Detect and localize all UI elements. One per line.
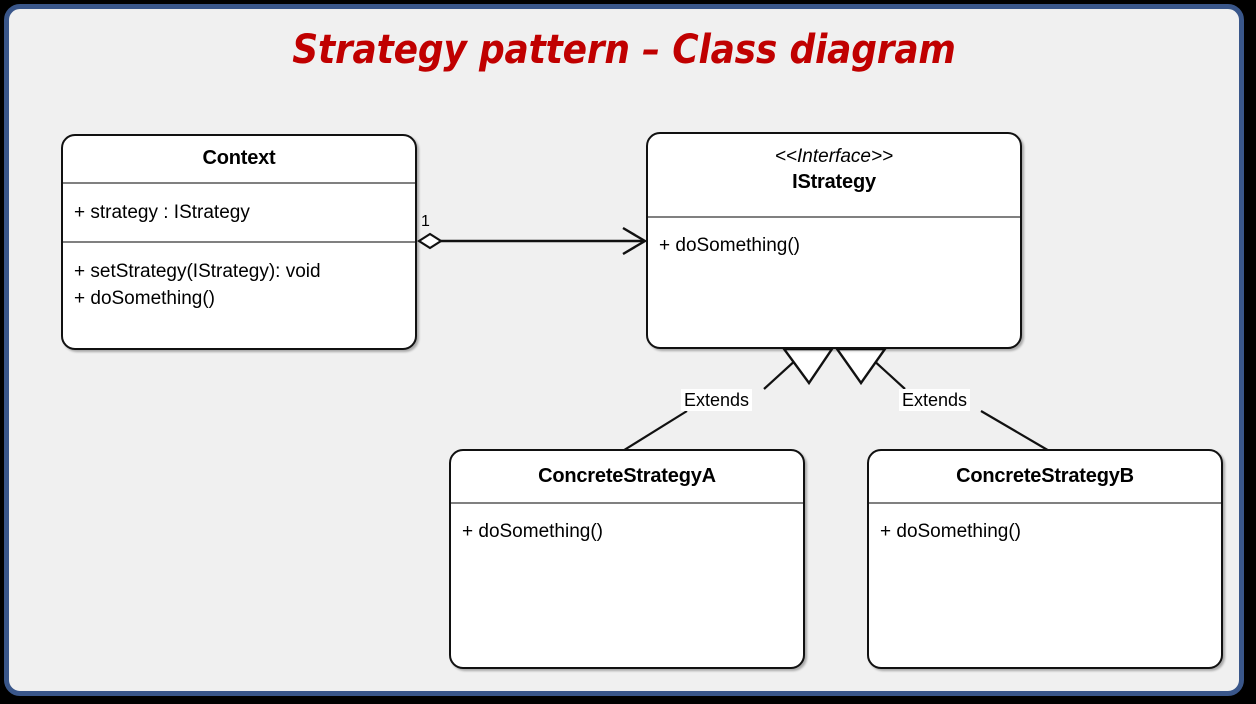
class-header-istrategy: <<Interface>> IStrategy — [648, 134, 1020, 216]
class-diagram: 1 Extends Extends Context + strategy : I… — [9, 9, 1239, 691]
generalization-line-a-lower — [620, 410, 688, 453]
uml-class-concrete-strategy-b[interactable]: ConcreteStrategyB + doSomething() — [867, 449, 1223, 669]
compartment-divider — [451, 502, 803, 504]
class-name-context: Context — [202, 147, 276, 169]
edge-label-extends-a: Extends — [681, 389, 753, 411]
compartment-divider — [63, 182, 415, 184]
class-stereotype-istrategy: <<Interface>> — [774, 146, 894, 167]
operation-row: + doSomething() — [880, 521, 1021, 542]
class-header-concrete-a: ConcreteStrategyA — [451, 451, 803, 502]
open-arrowhead-icon — [622, 226, 648, 256]
uml-class-context[interactable]: Context + strategy : IStrategy + setStra… — [61, 134, 417, 350]
compartment-divider — [63, 241, 415, 243]
class-operations-concrete-a: + doSomething() — [451, 504, 803, 667]
class-operations-istrategy: + doSomething() — [648, 218, 1020, 347]
association-context-istrategy — [416, 226, 648, 256]
class-operations-context: + setStrategy(IStrategy): void + doSomet… — [63, 243, 415, 348]
class-name-istrategy: IStrategy — [792, 171, 876, 193]
operation-row: + doSomething() — [462, 521, 603, 542]
operation-row: + doSomething() — [74, 288, 215, 309]
slide-frame: Strategy pattern – Class diagram — [4, 4, 1244, 696]
uml-class-concrete-strategy-a[interactable]: ConcreteStrategyA + doSomething() — [449, 449, 805, 669]
operation-row: + setStrategy(IStrategy): void — [74, 261, 321, 282]
multiplicity-label-context: 1 — [421, 213, 430, 230]
edge-label-extends-b: Extends — [899, 389, 971, 411]
class-operations-concrete-b: + doSomething() — [869, 504, 1221, 667]
class-name-concrete-b: ConcreteStrategyB — [956, 465, 1134, 487]
class-name-concrete-a: ConcreteStrategyA — [538, 465, 716, 487]
aggregation-diamond-icon — [416, 232, 444, 250]
page-title: Strategy pattern – Class diagram — [292, 27, 956, 73]
compartment-divider — [869, 502, 1221, 504]
attribute-row: + strategy : IStrategy — [74, 202, 250, 223]
generalization-line-b-lower — [980, 410, 1052, 453]
operation-row: + doSomething() — [659, 235, 800, 256]
inheritance-triangle-icon-b — [834, 347, 888, 386]
generalization-line-a-upper — [763, 357, 799, 390]
inheritance-triangle-icon-a — [781, 347, 835, 386]
class-header-concrete-b: ConcreteStrategyB — [869, 451, 1221, 502]
class-header-context: Context — [63, 136, 415, 182]
compartment-divider — [648, 216, 1020, 218]
uml-class-istrategy[interactable]: <<Interface>> IStrategy + doSomething() — [646, 132, 1022, 349]
class-attributes-context: + strategy : IStrategy — [63, 184, 415, 241]
generalization-line-b-upper — [870, 357, 906, 390]
